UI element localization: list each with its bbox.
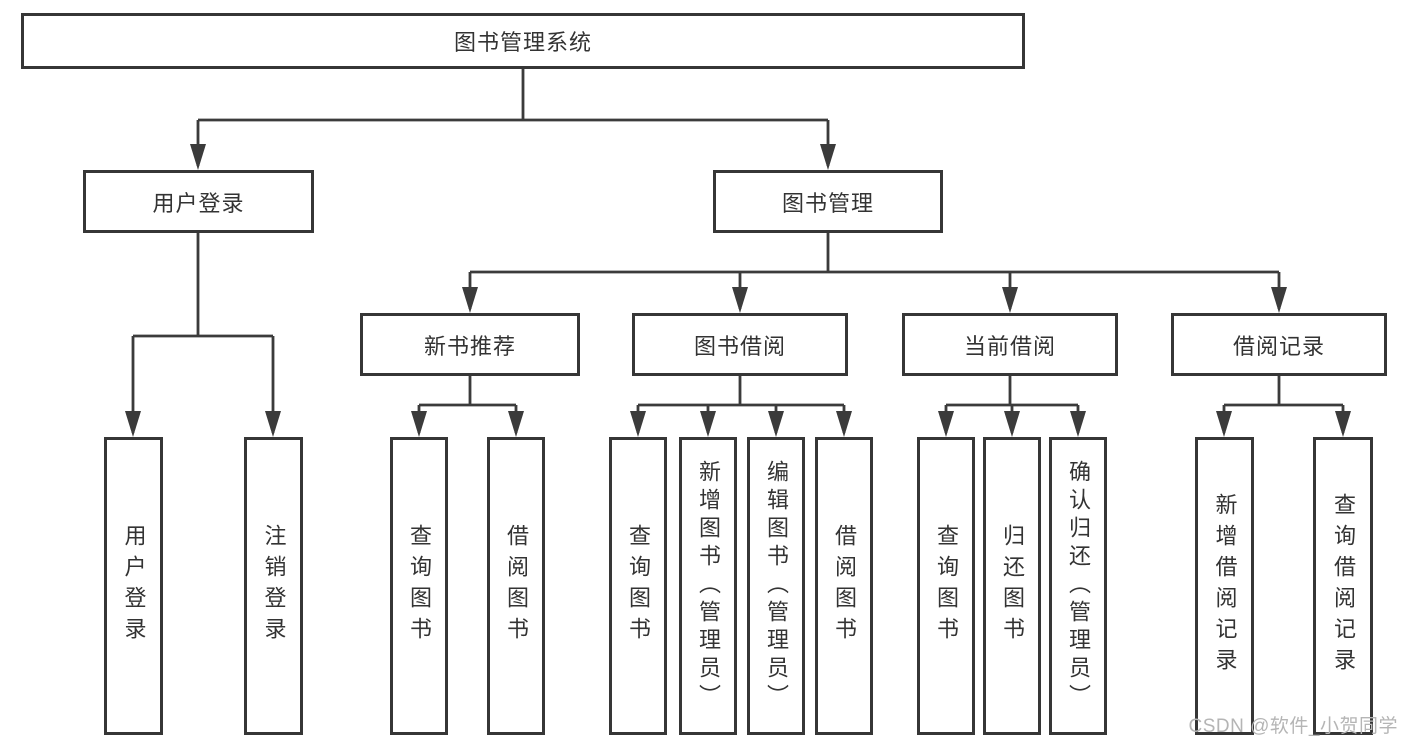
arrowhead [768, 411, 784, 437]
arrowhead [1335, 411, 1351, 437]
node-current-borrowing-label: 当前借阅 [963, 333, 1056, 359]
arrowhead [820, 144, 836, 170]
leaf-records-add-record: 新增借阅记录 [1195, 437, 1254, 735]
connector-book-borrowing [636, 376, 846, 433]
leaf-records-query-record-label: 查询借阅记录 [1331, 493, 1356, 679]
leaf-records-add-record-label: 新增借阅记录 [1212, 493, 1238, 679]
arrowhead [1070, 411, 1086, 437]
connector-current-borrowing [944, 376, 1080, 433]
leaf-current-return-books: 归还图书 [983, 437, 1041, 735]
node-book-management-label: 图书管理 [781, 190, 874, 216]
leaf-borrow-edit-books-admin: 编辑图书（管理员） [747, 437, 805, 735]
leaf-borrow-query-books-label: 查询图书 [626, 524, 651, 648]
leaf-borrow-borrow-books: 借阅图书 [815, 437, 873, 735]
arrowhead [190, 144, 206, 170]
leaf-recommend-borrow-books: 借阅图书 [487, 437, 545, 735]
leaf-current-confirm-return-admin-label: 确认归还（管理员） [1066, 460, 1091, 712]
connector-book-management [468, 233, 1281, 309]
node-book-borrowing-label: 图书借阅 [693, 333, 786, 359]
leaf-current-query-books: 查询图书 [917, 437, 975, 735]
connector-borrowing-records [1222, 376, 1345, 433]
leaf-current-confirm-return-admin: 确认归还（管理员） [1049, 437, 1107, 735]
leaf-recommend-borrow-books-label: 借阅图书 [504, 524, 529, 648]
node-root-label: 图书管理系统 [453, 30, 592, 55]
leaf-current-query-books-label: 查询图书 [934, 524, 959, 648]
arrowhead [1002, 287, 1018, 313]
leaf-recommend-query-books: 查询图书 [390, 437, 448, 735]
node-root: 图书管理系统 [21, 13, 1025, 69]
leaf-borrow-add-books-admin-label: 新增图书（管理员） [696, 460, 721, 712]
leaf-logout-label: 注销登录 [261, 524, 287, 648]
csdn-watermark: CSDN @软件_小贺同学 [1188, 716, 1398, 737]
node-book-borrowing: 图书借阅 [632, 313, 848, 376]
node-user-login-label: 用户登录 [152, 190, 245, 216]
leaf-user-login-label: 用户登录 [121, 524, 147, 648]
leaf-borrow-edit-books-admin-label: 编辑图书（管理员） [764, 460, 789, 712]
leaf-recommend-query-books-label: 查询图书 [407, 524, 432, 648]
leaf-borrow-query-books: 查询图书 [609, 437, 667, 735]
arrowhead [1004, 411, 1020, 437]
arrowhead [462, 287, 478, 313]
arrowhead [1216, 411, 1232, 437]
node-borrowing-records: 借阅记录 [1171, 313, 1387, 376]
arrowhead [938, 411, 954, 437]
arrowhead [836, 411, 852, 437]
leaf-borrow-add-books-admin: 新增图书（管理员） [679, 437, 737, 735]
node-new-book-recommend: 新书推荐 [360, 313, 580, 376]
arrowhead [411, 411, 427, 437]
leaf-current-return-books-label: 归还图书 [1000, 524, 1025, 648]
leaf-user-login: 用户登录 [104, 437, 163, 735]
node-borrowing-records-label: 借阅记录 [1232, 333, 1325, 359]
arrowhead [732, 287, 748, 313]
node-book-management: 图书管理 [713, 170, 943, 233]
arrowhead [265, 411, 281, 437]
leaf-logout: 注销登录 [244, 437, 303, 735]
node-new-book-recommend-label: 新书推荐 [423, 333, 516, 359]
leaf-records-query-record: 查询借阅记录 [1313, 437, 1373, 735]
connector-root [196, 69, 830, 166]
node-user-login: 用户登录 [83, 170, 314, 233]
arrowhead [508, 411, 524, 437]
leaf-borrow-borrow-books-label: 借阅图书 [832, 524, 857, 648]
node-current-borrowing: 当前借阅 [902, 313, 1118, 376]
arrowhead [1271, 287, 1287, 313]
connector-new-book-recommend [417, 376, 518, 433]
connector-user-login [131, 233, 275, 433]
arrowhead [630, 411, 646, 437]
arrowhead [125, 411, 141, 437]
arrowhead [700, 411, 716, 437]
